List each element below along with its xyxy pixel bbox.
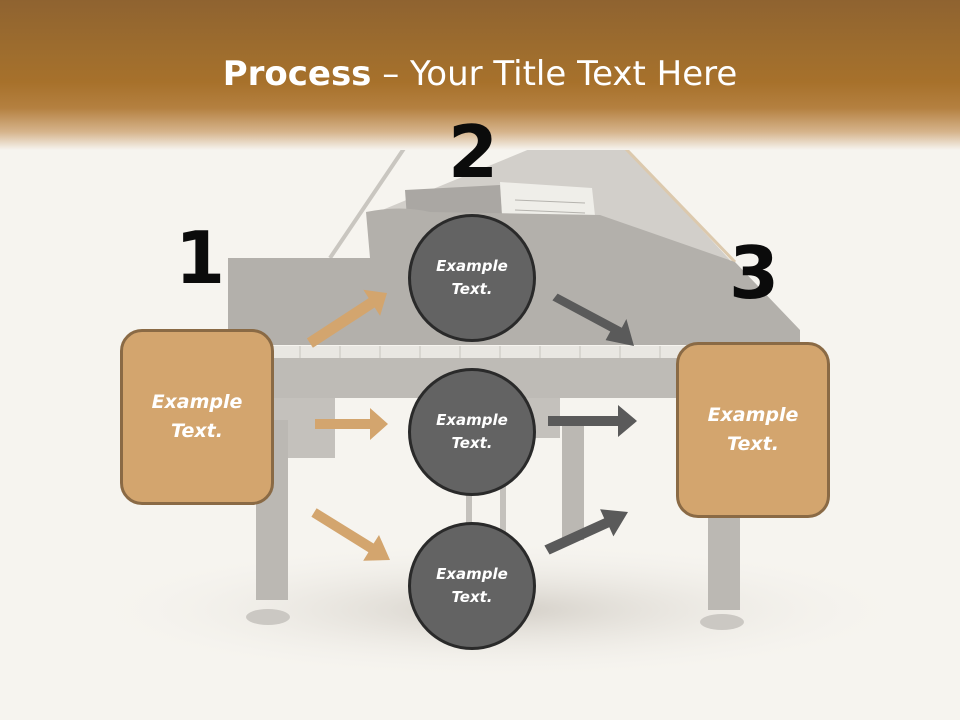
title-banner [0, 0, 960, 150]
arrow-down-right-gray [552, 293, 634, 346]
title-bold: Process [222, 54, 372, 94]
step-number-3: 3 [728, 231, 780, 315]
right-text-box[interactable]: Example Text. [676, 342, 830, 518]
arrow-right-gray [548, 405, 637, 437]
top-circle[interactable]: Example Text. [408, 214, 536, 342]
arrow-right-tan [315, 408, 388, 440]
step-number-2: 2 [447, 110, 499, 194]
slide-title: Process – Your Title Text Here [0, 50, 960, 98]
arrow-down-right-tan [311, 508, 390, 561]
arrow-up-right-gray [544, 509, 628, 555]
step-number-1: 1 [174, 216, 226, 300]
arrow-up-right-tan [306, 289, 387, 348]
left-text-box[interactable]: Example Text. [120, 329, 274, 505]
bottom-circle[interactable]: Example Text. [408, 522, 536, 650]
middle-circle[interactable]: Example Text. [408, 368, 536, 496]
title-subtitle: – Your Title Text Here [371, 54, 738, 94]
piano-background-image [80, 108, 920, 680]
